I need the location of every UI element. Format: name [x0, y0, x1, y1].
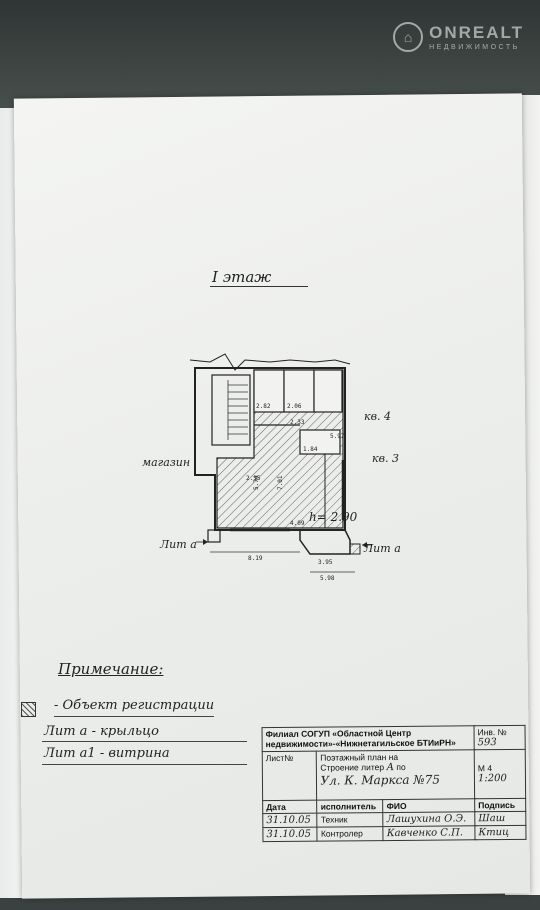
inv-label: Инв. № [477, 727, 507, 738]
hatch-legend-swatch [21, 702, 36, 717]
row-date: 31.10.05 [262, 827, 318, 842]
watermark-name: ONREALT [429, 22, 524, 42]
col-exec: исполнитель [317, 799, 384, 814]
watermark: ⌂ ONREALT НЕДВИЖИМОСТЬ [393, 22, 524, 52]
label-apt-3: кв. 3 [372, 452, 399, 465]
note-object: - Объект регистрации [54, 698, 215, 713]
dim-text: 2.33 [290, 419, 305, 426]
title-block: Филиал СОГУП «Областной Центр недвижимос… [262, 725, 527, 842]
street: Ул. К. Маркса [320, 772, 410, 788]
col-date: Дата [262, 800, 318, 814]
notes-heading: Примечание: [58, 660, 164, 678]
inv-value: 593 [477, 737, 497, 749]
dim-text: 3.95 [318, 559, 333, 566]
floor-title-underline [210, 286, 308, 287]
row-fio: Лашухина О.Э. [383, 811, 475, 827]
dim-text: 2.15 [246, 475, 261, 482]
plan-text-2: Строение литер [320, 762, 385, 773]
watermark-logo-icon: ⌂ [393, 22, 424, 52]
note-lit-a: Лит а - крыльцо [44, 724, 160, 739]
dim-text: 5.74 [253, 475, 260, 490]
row-signature: Шаш [474, 811, 526, 826]
note-lit-a1: Лит а1 - витрина [44, 746, 170, 761]
label-lit-a-right: Лит а [364, 542, 401, 555]
dim-text: 2.06 [287, 403, 302, 410]
dim-text: 2.82 [256, 403, 271, 410]
row-fio: Кавченко С.П. [383, 825, 475, 841]
row-role: Контролер [317, 826, 384, 842]
row-role: Техник [317, 812, 384, 828]
dim-text: 8.19 [248, 555, 263, 562]
label-height: h= 2.90 [309, 510, 358, 524]
scale-label: М 4 [477, 763, 493, 774]
dim-text: 5.98 [320, 575, 335, 582]
label-shop: магазин [142, 456, 191, 469]
org-name: Филиал СОГУП «Областной Центр недвижимос… [262, 725, 475, 752]
dim-text: 5.97 [330, 433, 345, 440]
col-fio: ФИО [383, 798, 475, 813]
litera: А [386, 761, 395, 774]
dim-text: 4.09 [290, 520, 305, 527]
note-underline [42, 741, 247, 742]
note-underline [54, 716, 214, 717]
label-lit-a-left: Лит а [160, 538, 197, 551]
dim-text: 7.01 [277, 475, 284, 490]
floor-plan: 2.82 2.06 2.33 1.84 4.09 7.01 5.74 2.15 … [189, 353, 372, 582]
label-apt-4: кв. 4 [364, 410, 391, 423]
note-underline [42, 764, 247, 765]
col-sign: Подпись [474, 798, 526, 812]
po-label: по [396, 761, 406, 772]
house-number: №75 [413, 772, 440, 787]
watermark-sub: НЕДВИЖИМОСТЬ [429, 43, 520, 51]
dim-text: 1.84 [303, 446, 318, 453]
floor-title: I этаж [212, 268, 272, 286]
row-date: 31.10.05 [262, 813, 318, 828]
row-signature: Ктиц [474, 825, 526, 840]
sheet-label: Лист№ [262, 751, 318, 801]
scale-value: 1:200 [477, 773, 507, 785]
